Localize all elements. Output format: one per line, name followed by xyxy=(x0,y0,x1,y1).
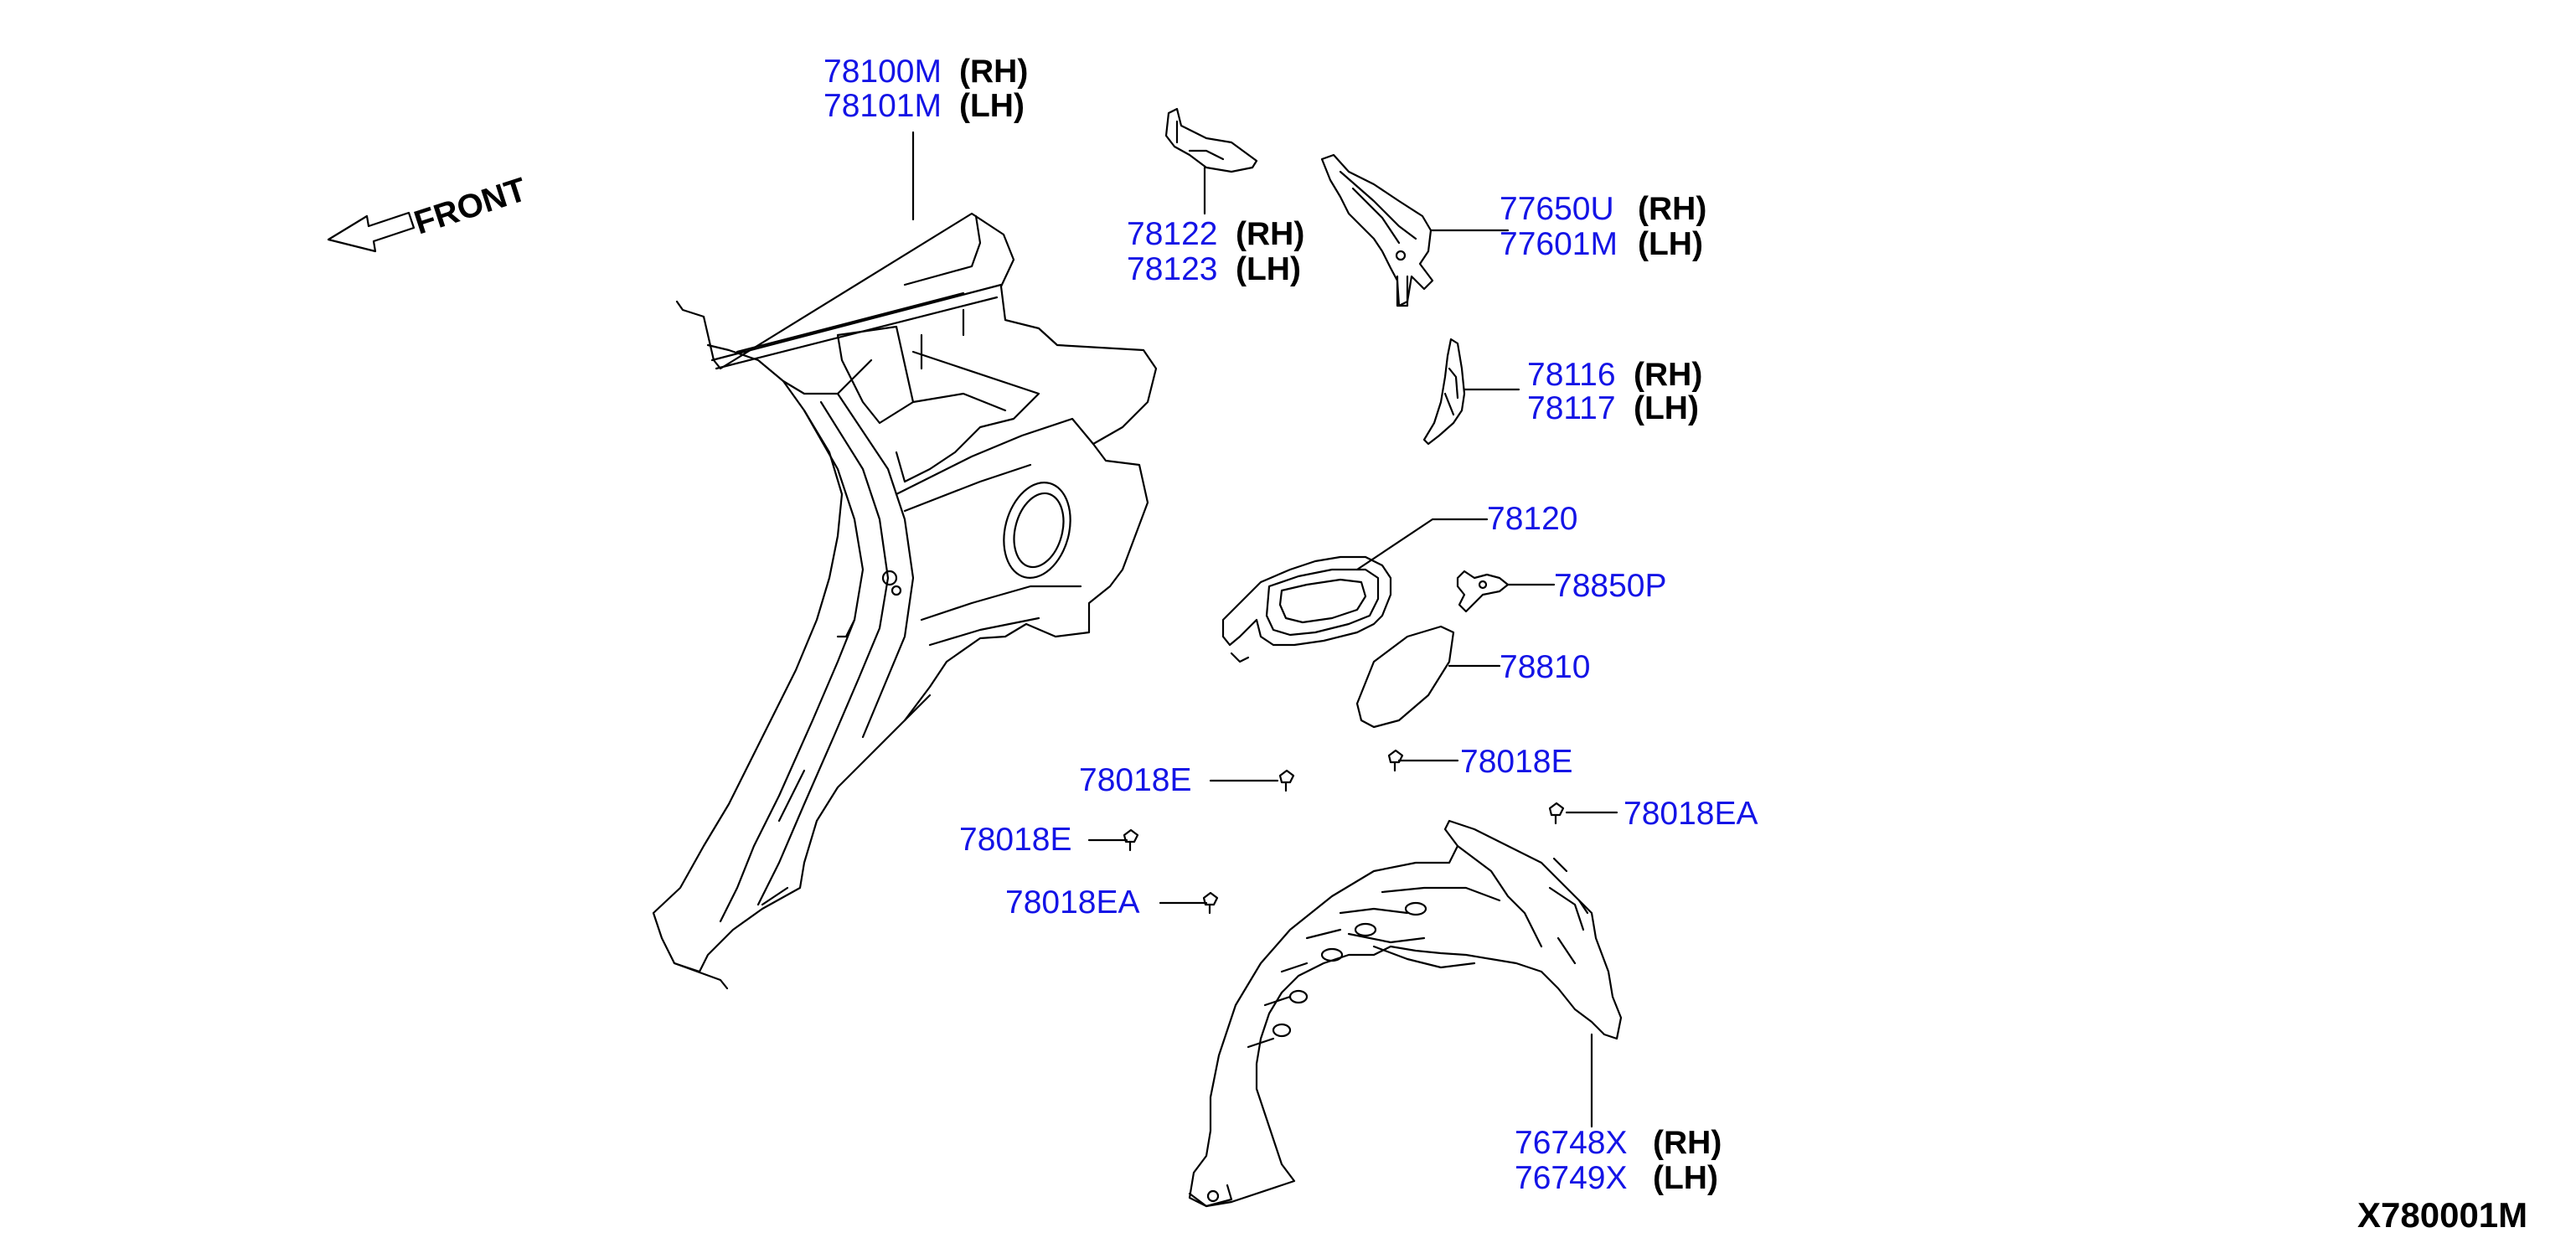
filler-base-drawing xyxy=(1221,518,1489,663)
part-number-77601m[interactable]: 77601M xyxy=(1500,226,1618,262)
part-number-78120[interactable]: 78120 xyxy=(1487,501,1578,537)
part-number-78117[interactable]: 78117 xyxy=(1527,390,1616,426)
side-tag-rh: (RH) xyxy=(1236,216,1305,252)
side-tag-rh: (RH) xyxy=(1634,357,1703,393)
part-number-78018e[interactable]: 78018E xyxy=(959,822,1072,858)
side-tag-lh: (LH) xyxy=(1634,390,1699,426)
diagram-code: X780001M xyxy=(2357,1195,2528,1235)
part-number-78100m[interactable]: 78100M xyxy=(823,54,942,90)
lid-opener-drawing xyxy=(1456,570,1556,613)
wheel-house-protector-drawing xyxy=(1188,819,1623,1208)
part-number-78018e[interactable]: 78018E xyxy=(1079,762,1192,798)
part-number-78123[interactable]: 78123 xyxy=(1127,251,1218,287)
side-tag-rh: (RH) xyxy=(959,54,1029,90)
part-number-76748x[interactable]: 76748X xyxy=(1515,1125,1628,1161)
part-number-78116[interactable]: 78116 xyxy=(1527,357,1616,393)
filler-lid-drawing xyxy=(1355,625,1501,729)
clip-icons xyxy=(1087,749,1618,915)
part-number-78122[interactable]: 78122 xyxy=(1127,216,1218,252)
side-tag-rh: (RH) xyxy=(1638,191,1707,227)
side-tag-lh: (LH) xyxy=(1653,1160,1718,1196)
bracket-78116-drawing xyxy=(1422,338,1520,446)
bracket-78122-drawing xyxy=(1164,107,1258,215)
part-number-76749x[interactable]: 76749X xyxy=(1515,1160,1628,1196)
part-number-78018ea[interactable]: 78018EA xyxy=(1624,796,1758,832)
side-tag-lh: (LH) xyxy=(959,88,1025,124)
side-tag-lh: (LH) xyxy=(1236,251,1301,287)
part-number-78810[interactable]: 78810 xyxy=(1500,649,1591,685)
part-number-78101m[interactable]: 78101M xyxy=(823,88,942,124)
front-label: FRONT xyxy=(410,171,531,241)
part-number-78018ea[interactable]: 78018EA xyxy=(1005,885,1140,921)
side-tag-lh: (LH) xyxy=(1638,226,1703,262)
part-number-78018e[interactable]: 78018E xyxy=(1460,744,1573,780)
part-number-78850p[interactable]: 78850P xyxy=(1554,568,1667,604)
part-number-77650u[interactable]: 77650U xyxy=(1500,191,1614,227)
reinforcement-77650u-drawing xyxy=(1320,153,1510,307)
side-tag-rh: (RH) xyxy=(1653,1125,1722,1161)
rear-quarter-panel-drawing xyxy=(652,212,1158,990)
front-arrow-icon: FRONT xyxy=(327,171,531,253)
